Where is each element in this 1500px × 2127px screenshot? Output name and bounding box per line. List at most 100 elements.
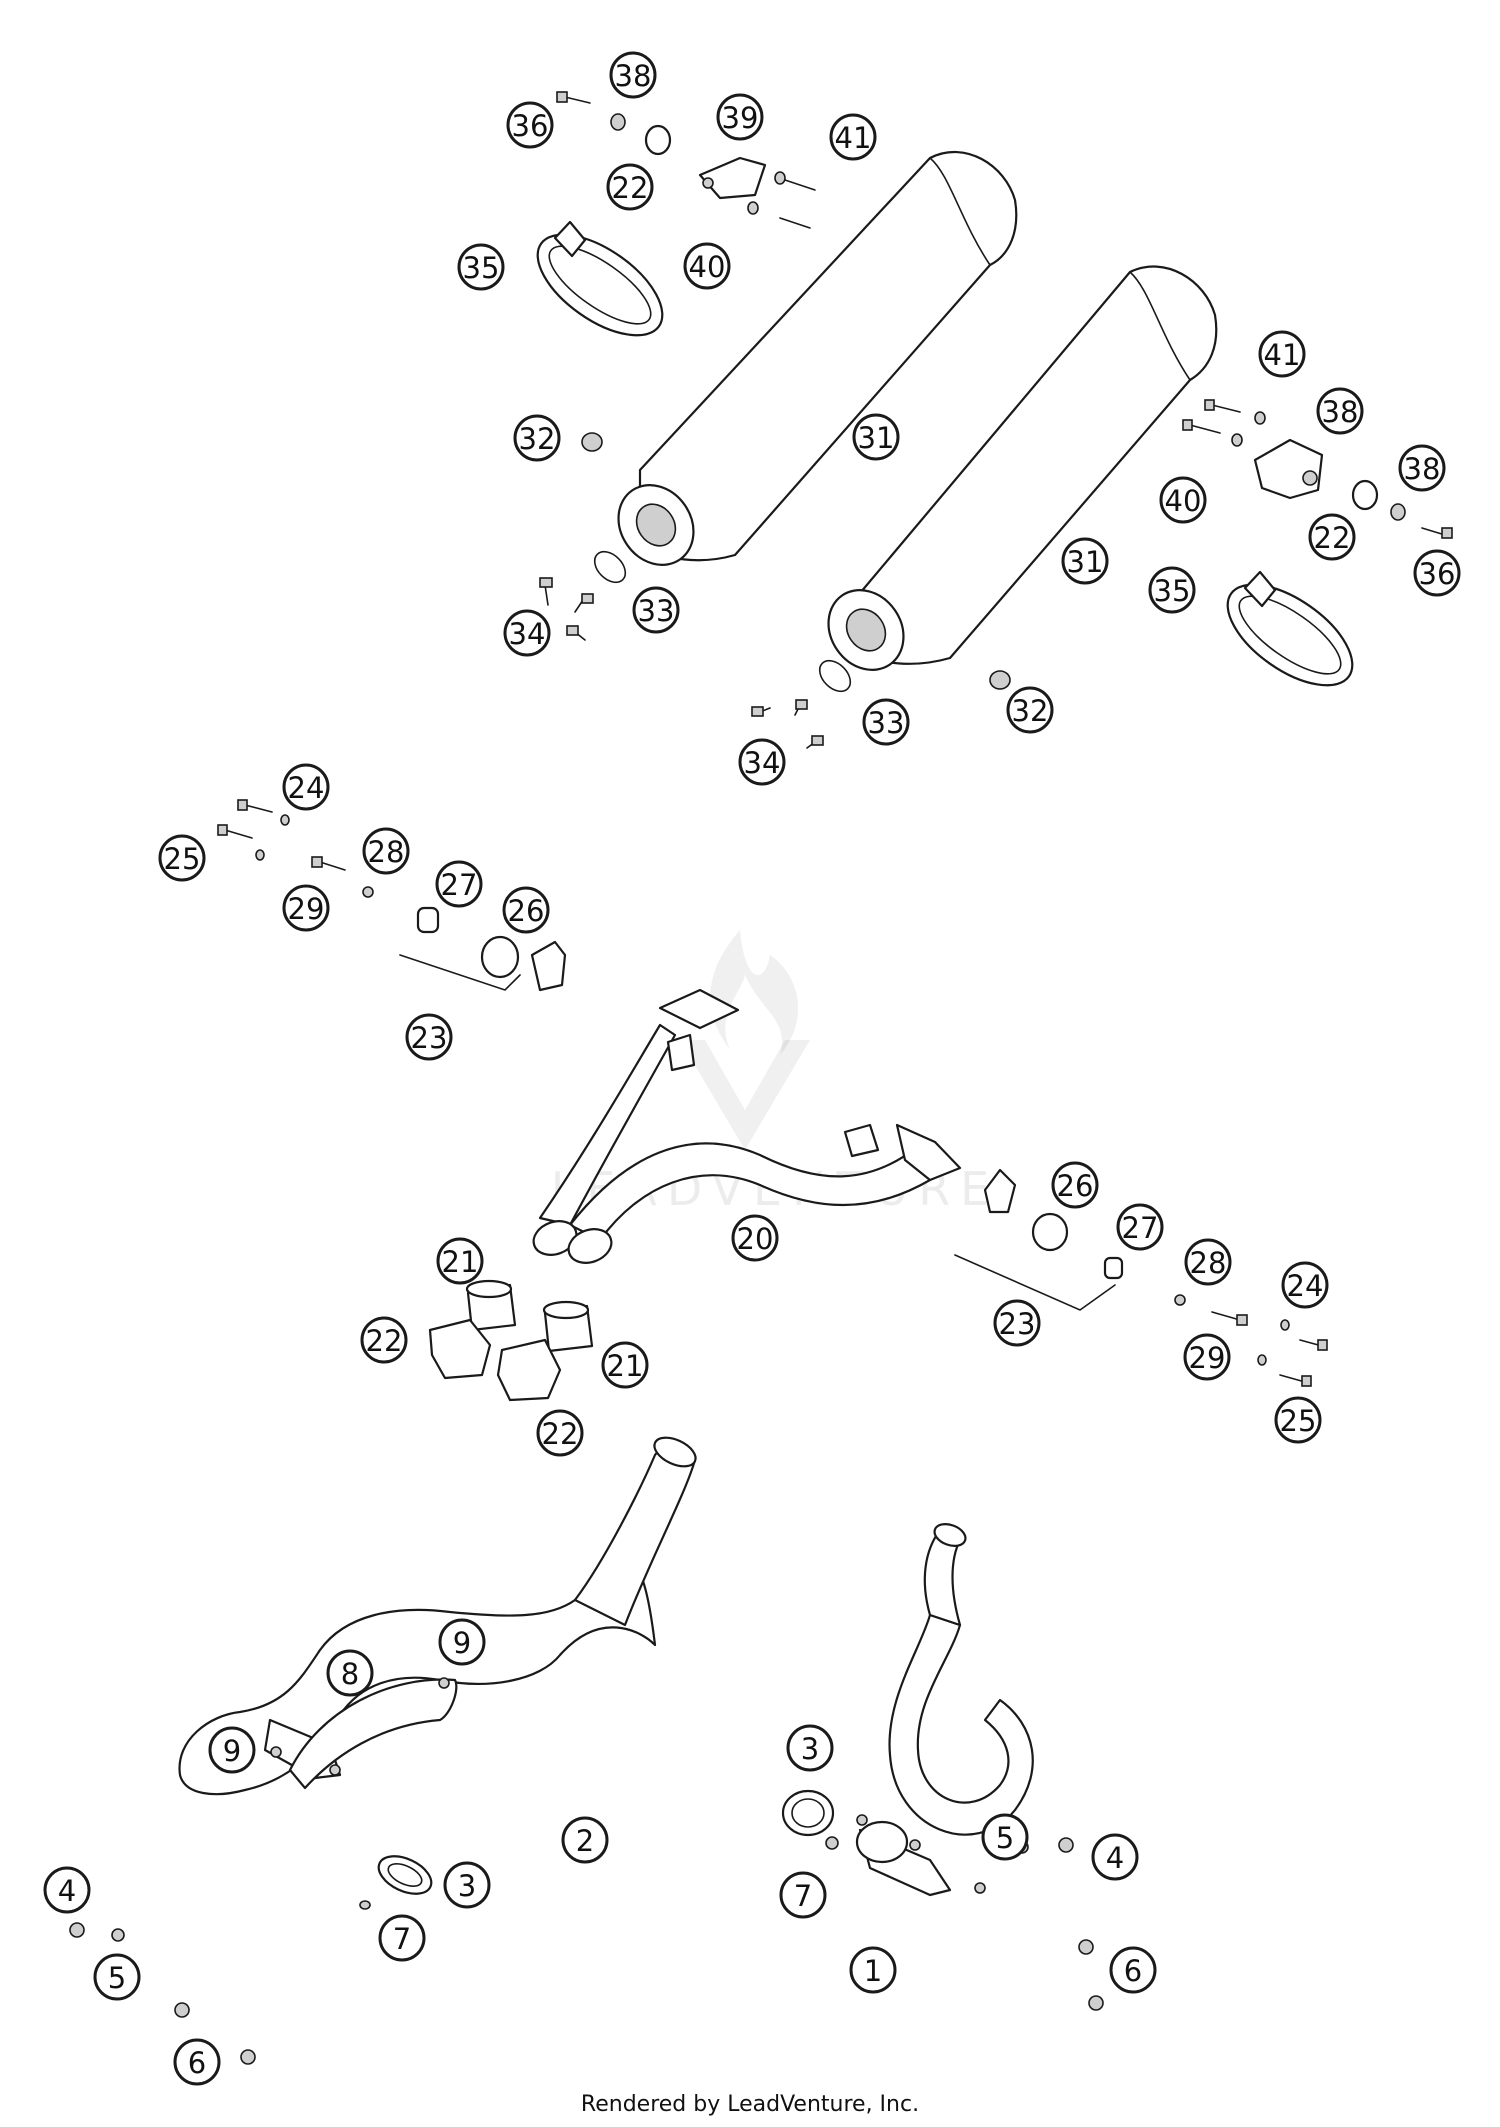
svg-text:34: 34 [509,617,546,651]
callout-4: 4 [43,1866,91,1914]
svg-text:23: 23 [411,1021,448,1055]
svg-text:33: 33 [638,594,675,628]
callout-31b: 32 [1006,686,1054,734]
callout-20: 20 [731,1214,779,1262]
callout-30: 31 [852,413,900,461]
callout-29: 29 [282,884,330,932]
svg-text:21: 21 [607,1349,644,1383]
svg-text:1: 1 [864,1954,882,1988]
svg-text:24: 24 [288,771,325,805]
muffler-left [617,150,1018,566]
svg-text:29: 29 [1189,1341,1226,1375]
callout-27b: 27 [1116,1203,1164,1251]
callout-40b: 40 [1159,476,1207,524]
mount-kit-23-right [954,1168,1124,1311]
svg-text:20: 20 [737,1222,774,1256]
o-ring-32-left [593,550,627,584]
svg-text:33: 33 [868,706,905,740]
muffler-right [827,265,1218,671]
svg-text:26: 26 [508,894,545,928]
svg-text:27: 27 [441,868,478,902]
clamp-34-left [536,220,664,337]
callout-26b: 22 [1308,513,1356,561]
svg-text:41: 41 [835,121,872,155]
o-ring-32-right [818,659,852,693]
hardware-middle-right [1174,1294,1328,1387]
svg-text:35: 35 [463,251,500,285]
hardware-bottom-left [69,1677,450,2065]
mount-kit-23-left [399,906,567,992]
svg-text:40: 40 [1165,484,1202,518]
svg-text:36: 36 [1419,557,1456,591]
svg-text:32: 32 [519,422,556,456]
svg-text:24: 24 [1287,1269,1324,1303]
svg-text:38: 38 [1322,395,1359,429]
callout-35: 36 [506,101,554,149]
svg-text:6: 6 [1124,1954,1142,1988]
clamps-22 [428,1318,562,1402]
callout-5b: 5 [981,1813,1029,1861]
svg-text:22: 22 [612,171,649,205]
svg-text:41: 41 [1264,338,1301,372]
callout-7: 7 [378,1914,426,1962]
callout-4b: 4 [1091,1833,1139,1881]
callout-41b: 41 [1258,330,1306,378]
svg-text:23: 23 [999,1307,1036,1341]
svg-text:7: 7 [393,1922,411,1956]
svg-text:25: 25 [1280,1404,1317,1438]
callout-40: 40 [683,242,731,290]
callout-36b: 38 [1398,444,1446,492]
svg-text:34: 34 [744,746,781,780]
svg-text:31: 31 [1067,545,1104,579]
svg-text:39: 39 [722,101,759,135]
svg-text:29: 29 [288,892,325,926]
callout-33b: 34 [738,738,786,786]
svg-text:3: 3 [458,1869,476,1903]
header-pipe-2 [178,1436,697,1796]
callout-1: 1 [849,1946,897,1994]
callout-3: 3 [443,1861,491,1909]
callout-6b: 6 [1109,1946,1157,1994]
callout-26c: 26 [502,886,550,934]
svg-text:4: 4 [58,1874,76,1908]
callout-6: 6 [173,2038,221,2086]
svg-text:32: 32 [1012,694,1049,728]
svg-text:7: 7 [794,1879,812,1913]
gasket-3-left [377,1855,433,1895]
callout-9: 9 [438,1618,486,1666]
svg-text:38: 38 [615,59,652,93]
svg-text:4: 4 [1106,1841,1124,1875]
callout-27: 27 [435,860,483,908]
bracket-39 [698,156,767,200]
callout-23b: 23 [993,1299,1041,1347]
hardware-middle-left [217,799,374,898]
gasket-3-right [781,1789,835,1837]
callout-26d: 26 [1051,1161,1099,1209]
svg-text:6: 6 [188,2046,206,2080]
svg-text:38: 38 [1404,452,1441,486]
hardware-top-right [1182,399,1453,539]
callout-30b: 31 [1061,537,1109,585]
callout-39: 39 [716,93,764,141]
callout-32: 33 [632,586,680,634]
svg-text:5: 5 [108,1961,126,1995]
callout-21b: 21 [601,1341,649,1389]
svg-text:27: 27 [1122,1211,1159,1245]
callout-31: 32 [513,414,561,462]
svg-text:31: 31 [858,421,895,455]
svg-text:40: 40 [689,250,726,284]
bolts-33-left [539,577,594,641]
svg-text:36: 36 [512,109,549,143]
svg-text:28: 28 [368,835,405,869]
callout-23: 23 [405,1013,453,1061]
callout-34: 35 [457,243,505,291]
callout-38: 38 [1316,387,1364,435]
callout-32b: 33 [862,698,910,746]
callout-25b: 25 [1274,1396,1322,1444]
callout-22: 22 [360,1316,408,1364]
callout-35b: 36 [1413,549,1461,597]
svg-text:28: 28 [1190,1246,1227,1280]
svg-text:26: 26 [1057,1169,1094,1203]
callout-8: 8 [326,1649,374,1697]
